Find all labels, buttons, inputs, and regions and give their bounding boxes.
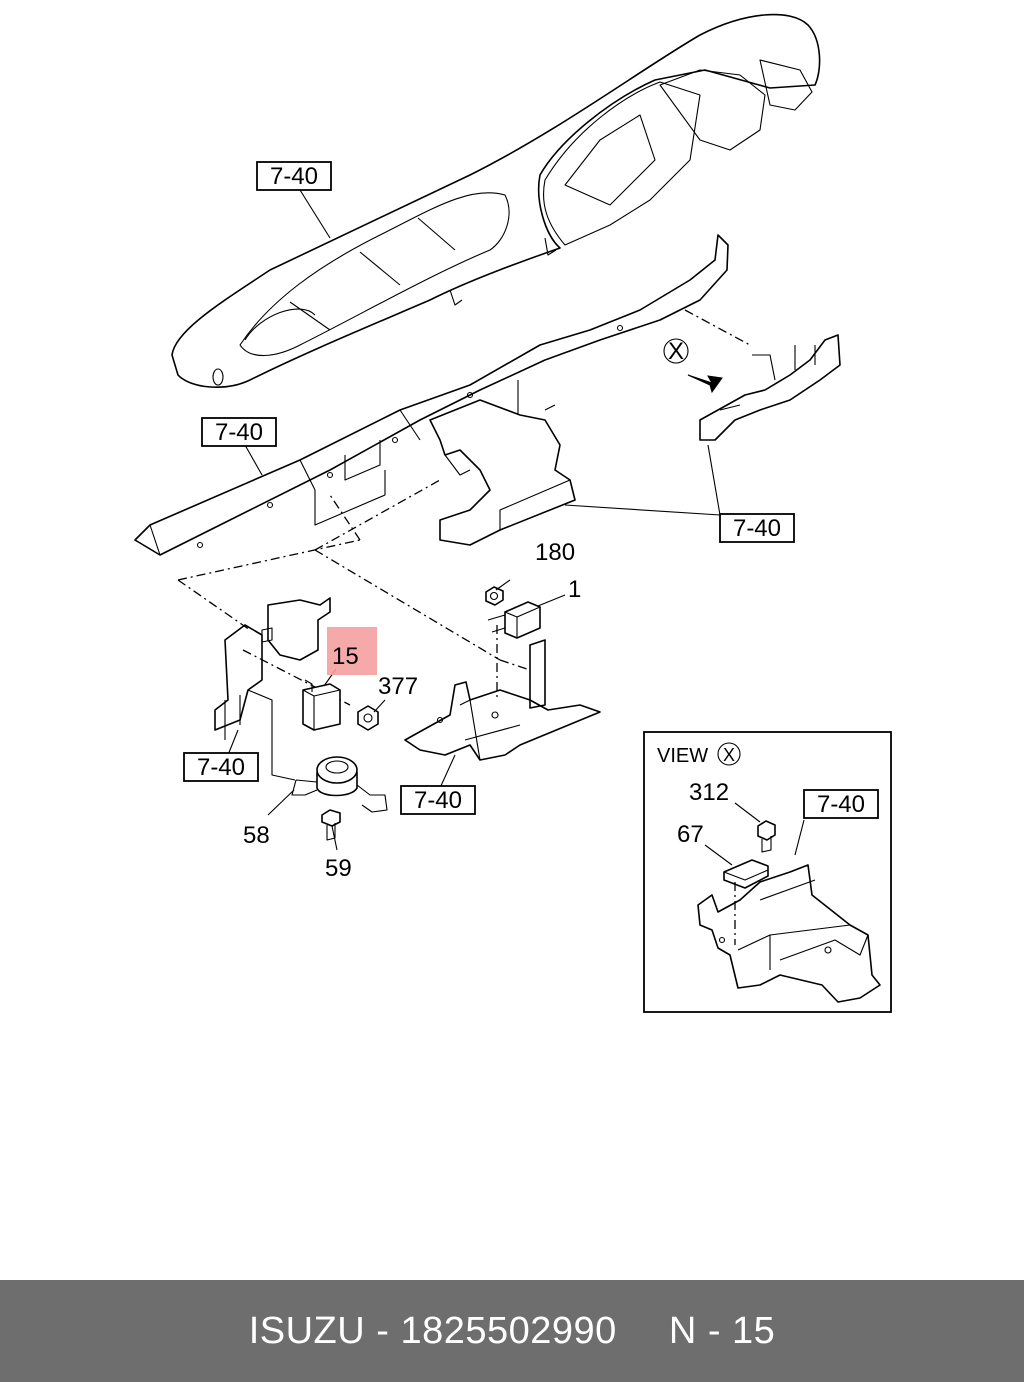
dashboard-panel bbox=[171, 13, 821, 388]
bracket-67 bbox=[723, 859, 769, 889]
view-x-inset: VIEW X 7-40 312 67 bbox=[643, 731, 892, 1013]
callout-67[interactable]: 67 bbox=[677, 821, 704, 848]
part-number: 1825502990 bbox=[400, 1309, 617, 1352]
view-x-arrow bbox=[663, 338, 723, 394]
cross-car-beam bbox=[134, 234, 729, 556]
callout-58[interactable]: 58 bbox=[243, 822, 270, 849]
svg-text:7-40: 7-40 bbox=[270, 163, 318, 190]
ref-box-top[interactable]: 7-40 bbox=[256, 161, 332, 191]
brand-name: ISUZU bbox=[248, 1309, 366, 1352]
bolt-59 bbox=[321, 809, 341, 841]
callout-180[interactable]: 180 bbox=[535, 539, 575, 566]
reference-lines bbox=[177, 309, 751, 706]
floor-bracket bbox=[404, 639, 601, 761]
callout-15[interactable]: 15 bbox=[332, 643, 359, 670]
ref-box-left-frame[interactable]: 7-40 bbox=[201, 417, 277, 447]
footer-bar: ISUZU - 1825502990 N - 15 bbox=[0, 1280, 1024, 1382]
callout-1[interactable]: 1 bbox=[568, 576, 581, 603]
svg-text:7-40: 7-40 bbox=[817, 791, 865, 818]
callout-377[interactable]: 377 bbox=[378, 673, 418, 700]
callout-312[interactable]: 312 bbox=[689, 779, 729, 806]
svg-text:7-40: 7-40 bbox=[733, 515, 781, 542]
leader-lines bbox=[227, 189, 721, 851]
svg-text:7-40: 7-40 bbox=[197, 754, 245, 781]
view-label: VIEW bbox=[657, 745, 708, 767]
module-15 bbox=[302, 679, 341, 731]
ref-box-lower-mid[interactable]: 7-40 bbox=[400, 785, 476, 815]
bolt-312 bbox=[757, 820, 776, 853]
brand-separator: - bbox=[376, 1309, 390, 1352]
highlight-15 bbox=[327, 627, 377, 675]
right-bracket bbox=[699, 334, 841, 441]
ref-box-lower-left[interactable]: 7-40 bbox=[183, 752, 259, 782]
parts-diagram: 7-40 7-40 7-40 7-40 7-40 180 1 15 377 58… bbox=[134, 13, 892, 1013]
callout-59[interactable]: 59 bbox=[325, 855, 352, 882]
svg-text:7-40: 7-40 bbox=[414, 787, 462, 814]
view-inset-marker: X bbox=[723, 745, 735, 765]
module-bracket-left bbox=[214, 597, 331, 781]
page-reference: N - 15 bbox=[668, 1309, 776, 1352]
ref-box-right[interactable]: 7-40 bbox=[719, 513, 795, 543]
svg-text:7-40: 7-40 bbox=[215, 419, 263, 446]
nut-180 bbox=[485, 586, 504, 606]
ref-box-view[interactable]: 7-40 bbox=[803, 789, 879, 819]
nut-377 bbox=[357, 705, 379, 731]
view-x-marker: X bbox=[668, 338, 684, 365]
sensor-1 bbox=[487, 601, 541, 639]
horn-58 bbox=[291, 756, 388, 813]
